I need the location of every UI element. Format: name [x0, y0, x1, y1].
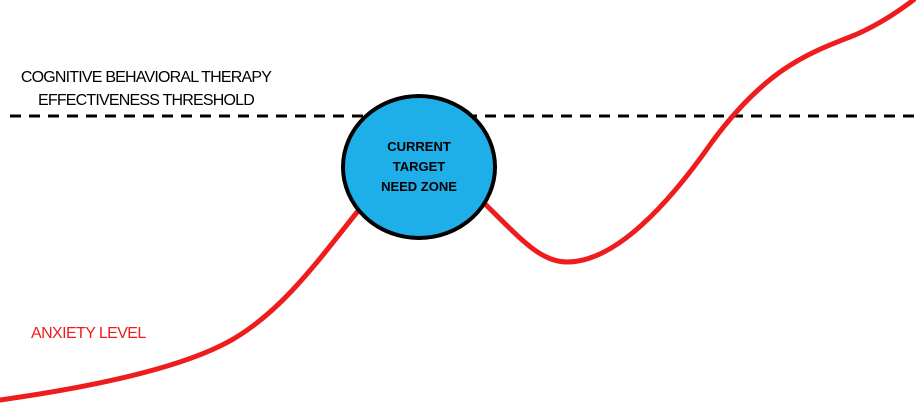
threshold-label-line2: EFFECTIVENESS THRESHOLD: [38, 92, 254, 109]
target-need-zone-circle: [341, 94, 497, 240]
zone-label-line2: TARGET: [393, 159, 446, 174]
zone-label-line3: NEED ZONE: [381, 179, 457, 194]
anxiety-curve-left-segment: [0, 203, 365, 403]
anxiety-level-label: ANXIETY LEVEL: [31, 325, 146, 342]
anxiety-curve-right-segment: [481, 0, 916, 265]
zone-label-line1: CURRENT: [387, 139, 451, 154]
threshold-label-line1: COGNITIVE BEHAVIORAL THERAPY: [21, 69, 272, 86]
